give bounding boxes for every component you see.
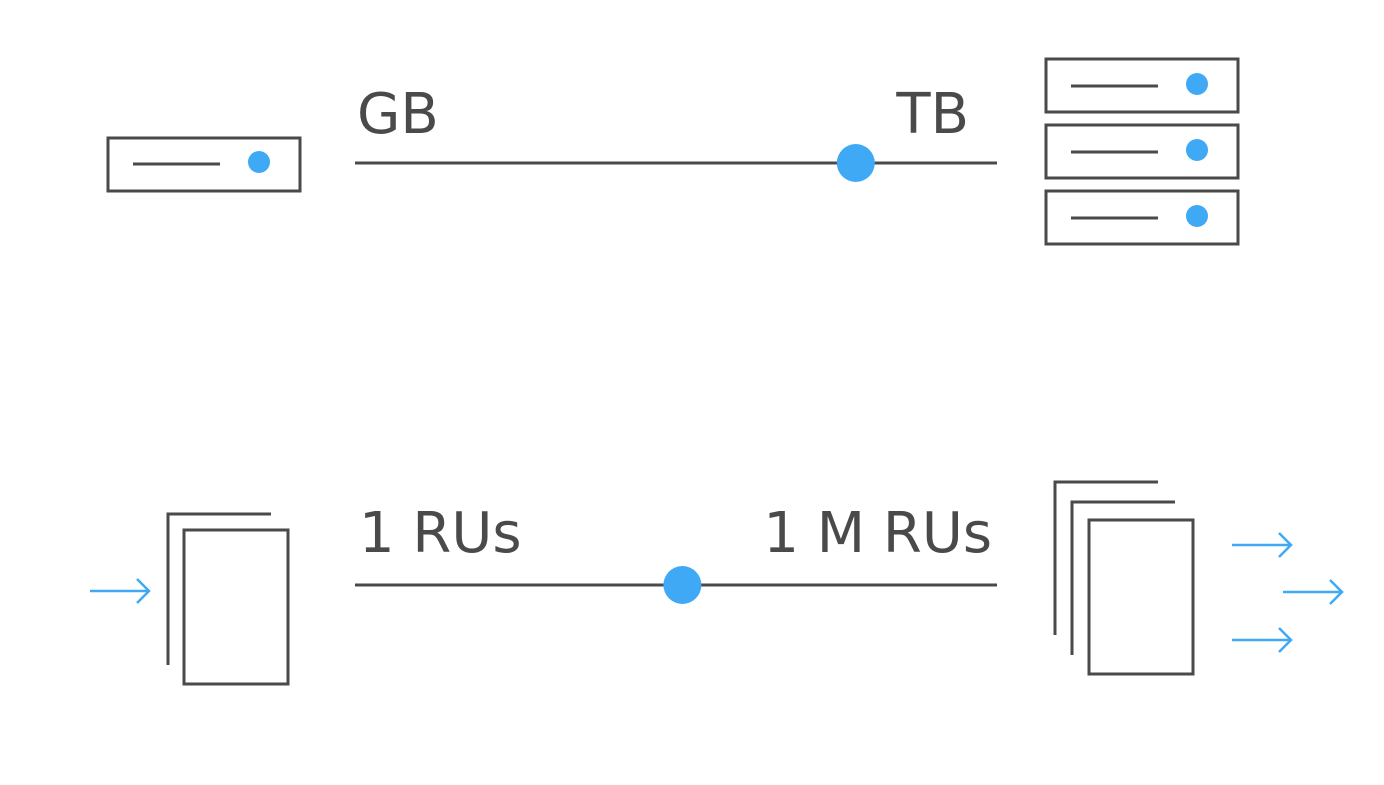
arrow-right-icon — [1283, 579, 1344, 605]
arrow-right-icon — [1232, 627, 1293, 653]
single-server-icon — [106, 136, 302, 193]
storage-min-label: GB — [357, 82, 439, 147]
storage-max-label: TB — [895, 82, 969, 147]
storage-slider[interactable] — [355, 144, 997, 182]
storage-slider-knob[interactable] — [836, 144, 875, 182]
document-sheet — [1087, 518, 1195, 676]
throughput-max-label: 1 M RUs — [763, 501, 992, 566]
throughput-slider[interactable] — [355, 566, 997, 604]
server-unit — [1044, 123, 1240, 180]
server-stack-icon — [1044, 57, 1240, 246]
incoming-arrow-icon — [90, 578, 151, 604]
arrow-right-icon — [1232, 532, 1293, 558]
document-back-sheet — [1053, 480, 1158, 635]
server-unit — [1044, 189, 1240, 246]
document-middle-sheet — [1070, 500, 1175, 655]
outgoing-arrows-icon — [1232, 532, 1344, 653]
throughput-min-label: 1 RUs — [359, 501, 522, 566]
document-stack-small-icon — [166, 512, 290, 686]
document-back-sheet — [166, 512, 271, 665]
server-unit — [1044, 57, 1240, 114]
server-led-dot — [248, 151, 270, 173]
document-sheet — [182, 528, 290, 686]
throughput-slider-knob[interactable] — [663, 566, 702, 604]
document-stack-large-icon — [1053, 480, 1195, 676]
